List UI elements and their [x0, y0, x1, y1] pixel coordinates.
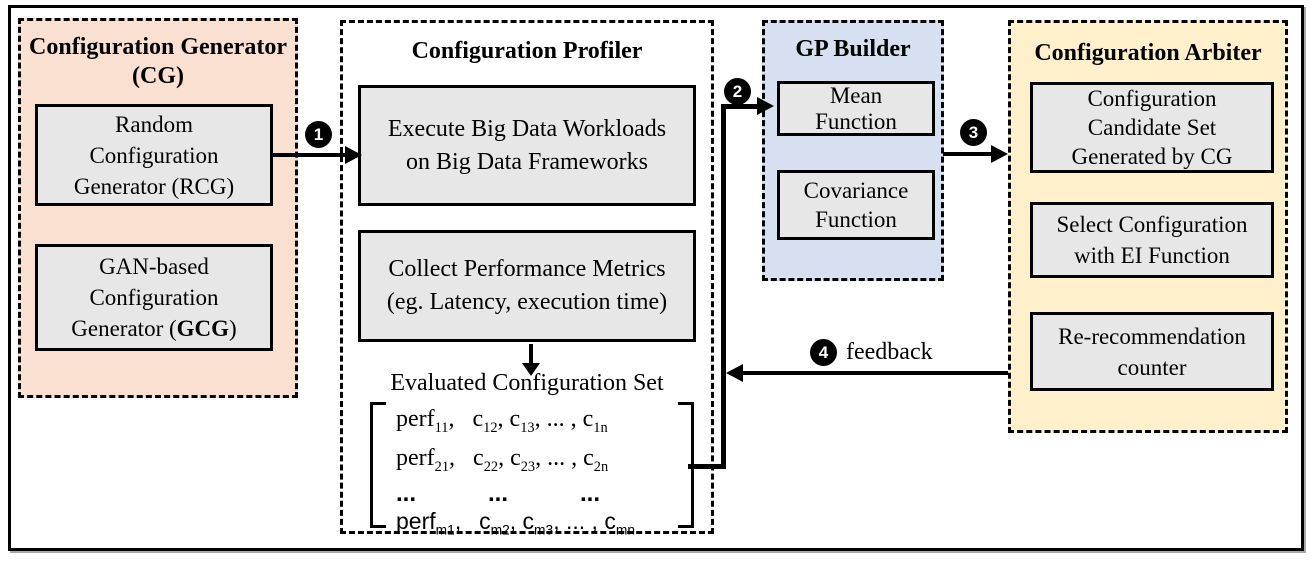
- collect-line2: (eg. Latency, execution time): [386, 289, 668, 315]
- covariance-function-box: Covariance Function: [777, 170, 935, 240]
- mean-line2: Function: [815, 108, 897, 134]
- candidate-line1: Configuration: [1087, 86, 1217, 111]
- rcg-line2: Configuration: [89, 142, 219, 168]
- covariance-line1: Covariance: [803, 178, 909, 203]
- arrow1-line: [272, 153, 348, 157]
- mean-function-box: Mean Function: [777, 81, 935, 136]
- matrix-row: perfm1, cm2, cm3, ... , cmn: [396, 507, 636, 538]
- arrow2-bottom-segment: [688, 464, 726, 469]
- configuration-generator-title-line1: Configuration Generator: [29, 34, 287, 60]
- collect-line1: Collect Performance Metrics: [388, 256, 666, 282]
- collect-metrics-box: Collect Performance Metrics (eg. Latency…: [358, 230, 696, 342]
- arrow2-top-segment: [724, 104, 760, 109]
- feedback-label: feedback: [846, 339, 933, 365]
- collect-to-evaluated-arrow-line: [529, 344, 533, 364]
- matrix-row: perf21, c22, c23, ... , c2n: [396, 444, 609, 475]
- select-line2: with EI Function: [1074, 243, 1230, 268]
- execute-line2: on Big Data Frameworks: [406, 148, 648, 175]
- configuration-profiler-title: Configuration Profiler: [411, 38, 643, 64]
- counter-line1: Re-recommendation: [1058, 323, 1246, 349]
- configuration-arbiter-title: Configuration Arbiter: [1034, 40, 1262, 66]
- rcg-line1: Random: [115, 111, 193, 137]
- execute-line1: Execute Big Data Workloads: [387, 115, 667, 142]
- arrow2-vertical-segment: [721, 104, 726, 469]
- gcg-bold-acronym: GCG: [176, 316, 230, 341]
- step-3-badge: 3: [960, 119, 987, 146]
- arrow2-head-icon: [757, 97, 774, 115]
- random-configuration-generator-box: Random Configuration Generator (RCG): [35, 104, 273, 206]
- execute-workloads-box: Execute Big Data Workloads on Big Data F…: [358, 85, 696, 206]
- counter-line2: counter: [1117, 354, 1187, 380]
- matrix-row: ... ... ...: [396, 479, 601, 507]
- gp-builder-title: GP Builder: [795, 36, 911, 62]
- matrix-row: perf11, c12, c13, ... , c1n: [396, 406, 608, 436]
- candidate-set-box: Configuration Candidate Set Generated by…: [1030, 82, 1274, 173]
- arrow4-head-icon: [726, 364, 743, 382]
- select-line1: Select Configuration: [1056, 212, 1248, 237]
- step-2-badge: 2: [724, 78, 751, 105]
- gcg-line1: GAN-based: [99, 254, 209, 279]
- evaluated-configuration-set-caption: Evaluated Configuration Set: [390, 370, 664, 396]
- arrow1-head-icon: [345, 146, 362, 164]
- candidate-line3: Generated by CG: [1071, 144, 1233, 169]
- arrow4-line: [740, 371, 1008, 375]
- mean-line1: Mean: [829, 82, 883, 108]
- covariance-line2: Function: [815, 207, 897, 232]
- arrow3-line: [943, 152, 993, 156]
- step-4-badge: 4: [810, 339, 837, 366]
- arrow3-head-icon: [991, 145, 1008, 163]
- matrix-left-bracket-icon: [370, 402, 386, 528]
- select-configuration-box: Select Configuration with EI Function: [1030, 202, 1274, 278]
- collect-to-evaluated-arrowhead-icon: [522, 363, 540, 376]
- gcg-line3: Generator (GCG): [71, 316, 237, 341]
- rcg-line3: Generator (RCG): [73, 173, 235, 199]
- gp-builder-panel: GP Builder: [762, 20, 944, 281]
- outer-frame: [8, 5, 1304, 551]
- configuration-generator-title-line2: (CG): [132, 63, 184, 89]
- matrix-rows: perf11, c12, c13, ... , c1n perf21, c22, …: [396, 404, 635, 545]
- candidate-line2: Candidate Set: [1087, 115, 1217, 140]
- gcg-line2: Configuration: [89, 285, 219, 310]
- re-recommendation-counter-box: Re-recommendation counter: [1030, 312, 1274, 391]
- gan-based-configuration-generator-box: GAN-based Configuration Generator (GCG): [35, 244, 273, 351]
- evaluated-configuration-matrix: perf11, c12, c13, ... , c1n perf21, c22, …: [370, 402, 694, 537]
- configuration-generator-title: Configuration Generator (CG): [21, 21, 295, 91]
- step-1-badge: 1: [305, 121, 332, 148]
